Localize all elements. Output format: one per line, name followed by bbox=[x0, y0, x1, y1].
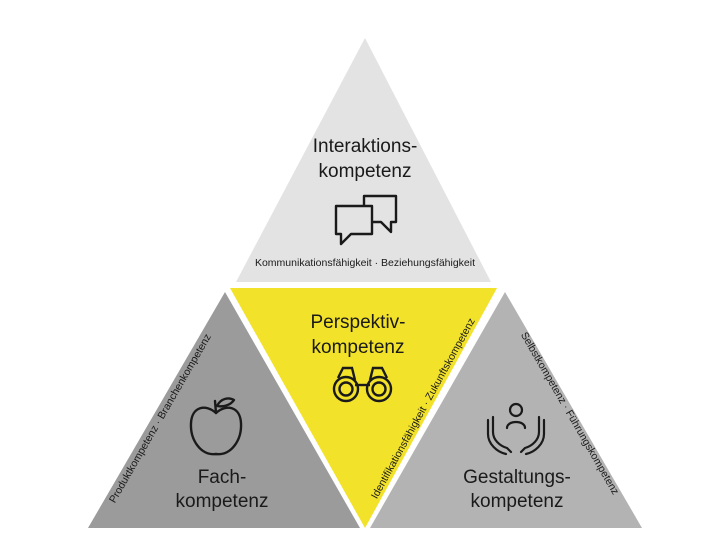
top-triangle bbox=[236, 38, 491, 282]
top-title-line1: Interaktions- bbox=[313, 136, 418, 157]
left-title-line1: Fach- bbox=[198, 467, 247, 488]
apple-icon bbox=[189, 397, 243, 456]
right-title-line1: Gestaltungs- bbox=[463, 467, 571, 488]
speech-bubbles-icon bbox=[334, 194, 398, 246]
right-triangle bbox=[370, 292, 642, 528]
right-title-line2: kompetenz bbox=[471, 491, 564, 512]
left-title-line2: kompetenz bbox=[176, 491, 269, 512]
top-subtitle: Kommunikationsfähigkeit · Beziehungsfähi… bbox=[255, 257, 475, 269]
center-title-line2: kompetenz bbox=[312, 337, 405, 358]
binoculars-icon bbox=[332, 366, 393, 403]
top-title-line2: kompetenz bbox=[319, 161, 412, 182]
center-triangle bbox=[230, 288, 497, 528]
center-title-line1: Perspektiv- bbox=[310, 312, 405, 333]
caring-hands-icon bbox=[486, 402, 546, 456]
left-triangle bbox=[88, 292, 360, 528]
